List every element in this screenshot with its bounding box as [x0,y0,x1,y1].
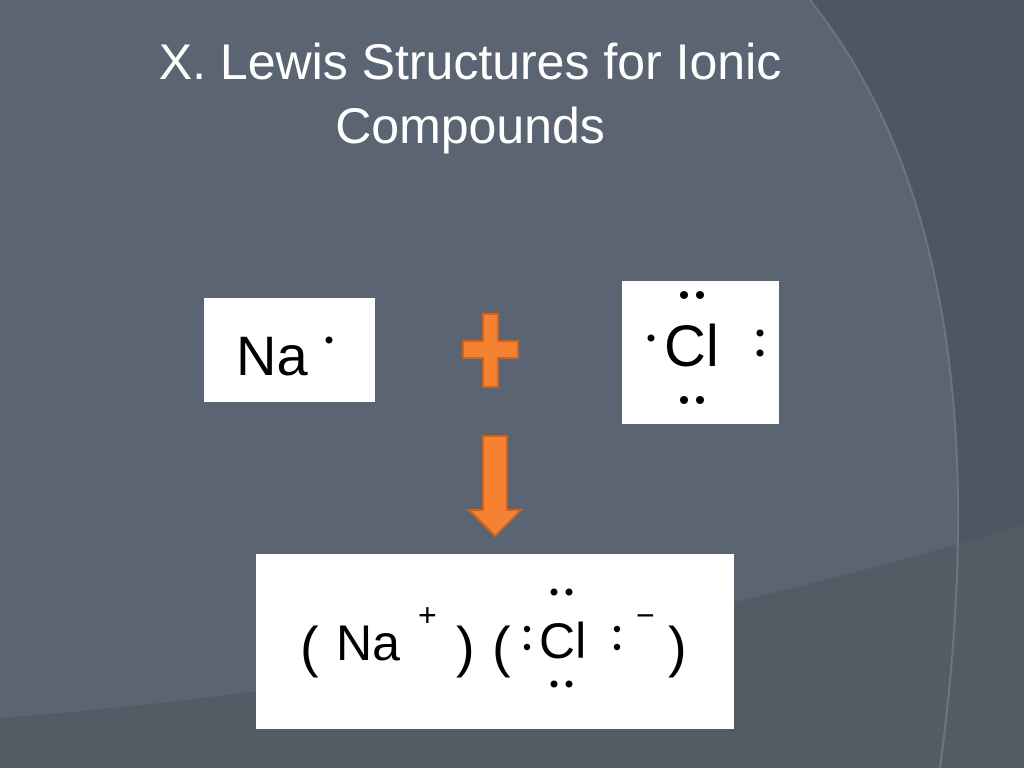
sodium-lewis-structure: Na [236,324,333,387]
anion-charge: − [636,597,655,633]
title-line-1: X. Lewis Structures for Ionic [158,34,782,90]
background-arc-line [809,0,960,768]
open-paren-cation: ( [300,615,319,678]
title-line-2: Compounds [335,98,605,154]
chlorine-lewis-structure: Cl [647,291,764,404]
anion-symbol: Cl [539,613,586,669]
arrow-down-icon [466,435,524,538]
chlorine-lewis-box: Cl [622,281,779,424]
cation-charge: + [418,597,437,633]
open-paren-anion: ( [492,615,511,678]
cation-symbol: Na [336,615,400,671]
sodium-valence-dot [325,336,333,344]
plus-icon [462,313,519,388]
chlorine-symbol: Cl [664,314,719,379]
close-paren-anion: ) [668,615,687,678]
sodium-lewis-box: Na [204,298,375,402]
close-paren-cation: ) [456,615,475,678]
slide-title: X. Lewis Structures for Ionic Compounds [60,30,880,158]
chlorine-valence-dots [647,291,764,404]
product-lewis-box: ( Na + ) ( Cl − ) [256,554,734,729]
product-lewis-structure: ( Na + ) ( Cl − ) [300,588,687,688]
anion-electron-dots [523,588,621,688]
sodium-symbol: Na [236,324,308,387]
